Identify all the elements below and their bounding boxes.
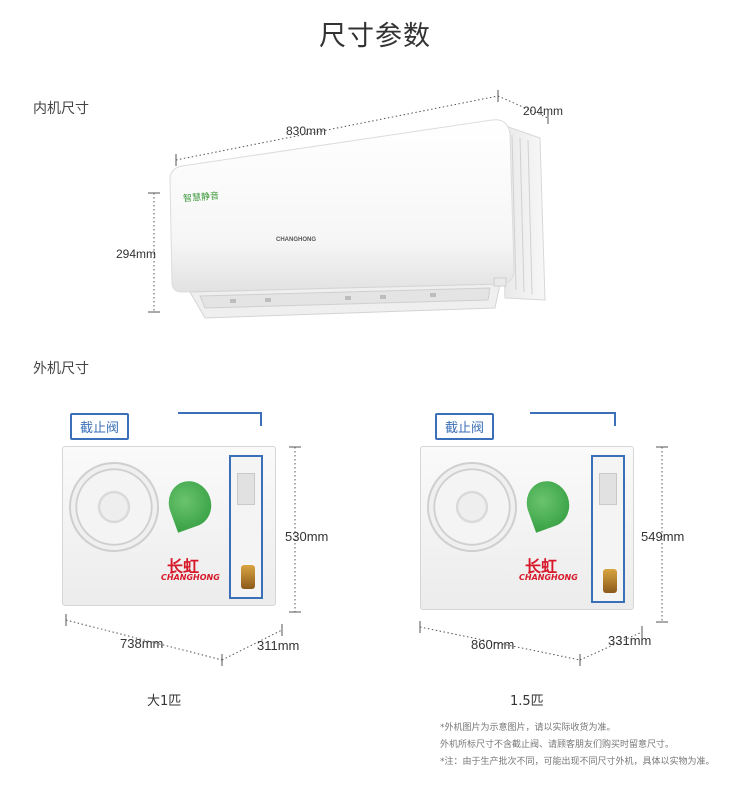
outdoor-1-height: 530mm	[285, 529, 329, 544]
valve-label-1: 截止阀	[70, 413, 130, 440]
outdoor-unit-2: 长虹 CHANGHONG	[420, 446, 634, 610]
outdoor-unit-1: 长虹 CHANGHONG	[62, 446, 276, 606]
page-title: 尺寸参数	[319, 21, 431, 52]
indoor-width-label: 830mm	[286, 124, 327, 138]
note-3: *注：由于生产批次不同，可能出现不同尺寸外机，具体以实物为准。	[440, 757, 715, 767]
fan-grille-icon	[427, 462, 517, 552]
valve-icon	[603, 569, 617, 593]
valve-highlight-box	[229, 455, 263, 599]
valve-icon	[241, 565, 255, 589]
note-1: *外机图片为示意图片，请以实际收货为准。	[440, 723, 616, 733]
fan-grille-icon	[69, 462, 159, 552]
outdoor-2-depth: 331mm	[608, 633, 652, 648]
outdoor-1-caption: 大1匹	[147, 694, 182, 709]
panel-icon	[599, 473, 617, 505]
brand-cn: 长虹	[525, 557, 558, 576]
brand-cn: 长虹	[167, 557, 200, 576]
valve-pointer-line	[178, 412, 262, 426]
outdoor-2-caption: 1.5匹	[510, 694, 544, 709]
indoor-height-label: 294mm	[116, 247, 157, 261]
leaf-mascot-icon	[520, 475, 576, 533]
outdoor-1-width: 738mm	[120, 636, 164, 651]
note-2: 外机所标尺寸不含截止阀、请顾客朋友们购买时留意尺寸。	[440, 740, 675, 750]
indoor-logo: CHANGHONG	[276, 237, 316, 243]
outdoor-1-depth: 311mm	[257, 638, 300, 653]
valve-pointer-line	[530, 412, 616, 426]
outdoor-2-width: 860mm	[471, 637, 515, 652]
panel-icon	[237, 473, 255, 505]
valve-highlight-box	[591, 455, 625, 603]
outdoor-2-height: 549mm	[641, 529, 685, 544]
outdoor-section-label: 外机尺寸	[33, 361, 89, 377]
indoor-depth-label: 204mm	[523, 104, 564, 118]
valve-label-2: 截止阀	[435, 413, 495, 440]
indoor-section-label: 内机尺寸	[33, 101, 89, 117]
brand-en: CHANGHONG	[161, 573, 220, 582]
leaf-mascot-icon	[162, 475, 218, 533]
brand-en: CHANGHONG	[519, 573, 578, 582]
